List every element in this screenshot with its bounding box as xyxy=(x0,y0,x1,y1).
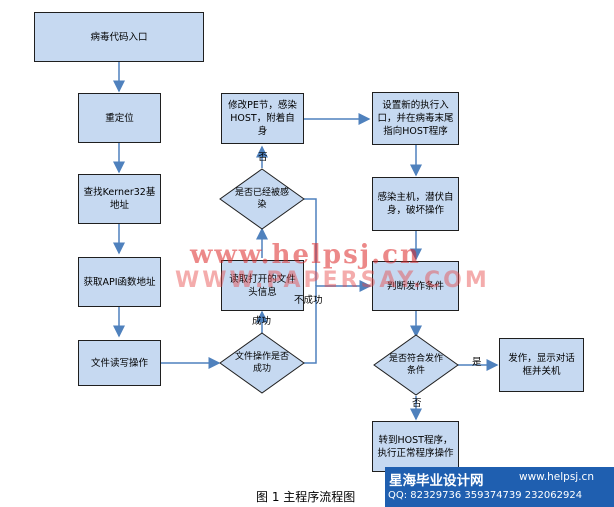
node-file-rw: 文件读写操作 xyxy=(78,340,161,386)
decision-meets-trigger-label: 是否符合发作条件 xyxy=(388,354,443,376)
banner-qq: QQ: 82329736 359374739 232062924 xyxy=(388,490,583,501)
decision-already-infected xyxy=(219,168,305,230)
edge-infected-yes xyxy=(304,198,317,286)
watermark-papersay: WWW.PAPERSAY.COM xyxy=(175,268,490,293)
edge-label-yes: 是 xyxy=(472,357,482,368)
node-relocate: 重定位 xyxy=(78,93,161,143)
edge-label-no-top: 否 xyxy=(258,152,268,163)
node-get-api: 获取API函数地址 xyxy=(78,257,161,307)
watermark-helpsj: www.helpsj.cn xyxy=(190,240,421,270)
decision-meets-trigger xyxy=(373,334,459,396)
banner-url[interactable]: www.helpsj.cn xyxy=(519,471,594,483)
edge-label-no-bottom: 否 xyxy=(412,398,422,409)
edge-fileok-fail xyxy=(304,280,372,364)
decision-file-ok-label: 文件操作是否成功 xyxy=(234,352,289,374)
decision-already-infected-label: 是否已经被感染 xyxy=(234,188,289,210)
edge-label-success: 成功 xyxy=(252,316,272,327)
node-set-entry: 设置新的执行入口，并在病毒末尾指向HOST程序 xyxy=(372,92,459,145)
node-entry: 病毒代码入口 xyxy=(34,12,204,62)
node-infect-host: 感染主机，潜伏自身，破坏操作 xyxy=(372,177,459,231)
figure-caption: 图 1 主程序流程图 xyxy=(256,490,356,504)
node-find-kernel: 查找Kerner32基地址 xyxy=(78,174,161,224)
node-goto-host: 转到HOST程序，执行正常程序操作 xyxy=(372,421,459,472)
banner-title: 星海毕业设计网 xyxy=(389,473,484,489)
node-trigger: 发作，显示对话框并关机 xyxy=(499,338,584,392)
node-read-header: 读取打开的文件头信息 xyxy=(221,260,304,311)
site-banner: 星海毕业设计网 www.helpsj.cn QQ: 82329736 35937… xyxy=(385,467,614,507)
edge-label-fail: 不成功 xyxy=(294,295,323,306)
node-judge-trigger: 判断发作条件 xyxy=(372,261,459,311)
decision-file-ok xyxy=(219,332,305,394)
node-modify-pe: 修改PE节，感染HOST，附着自身 xyxy=(221,93,304,144)
